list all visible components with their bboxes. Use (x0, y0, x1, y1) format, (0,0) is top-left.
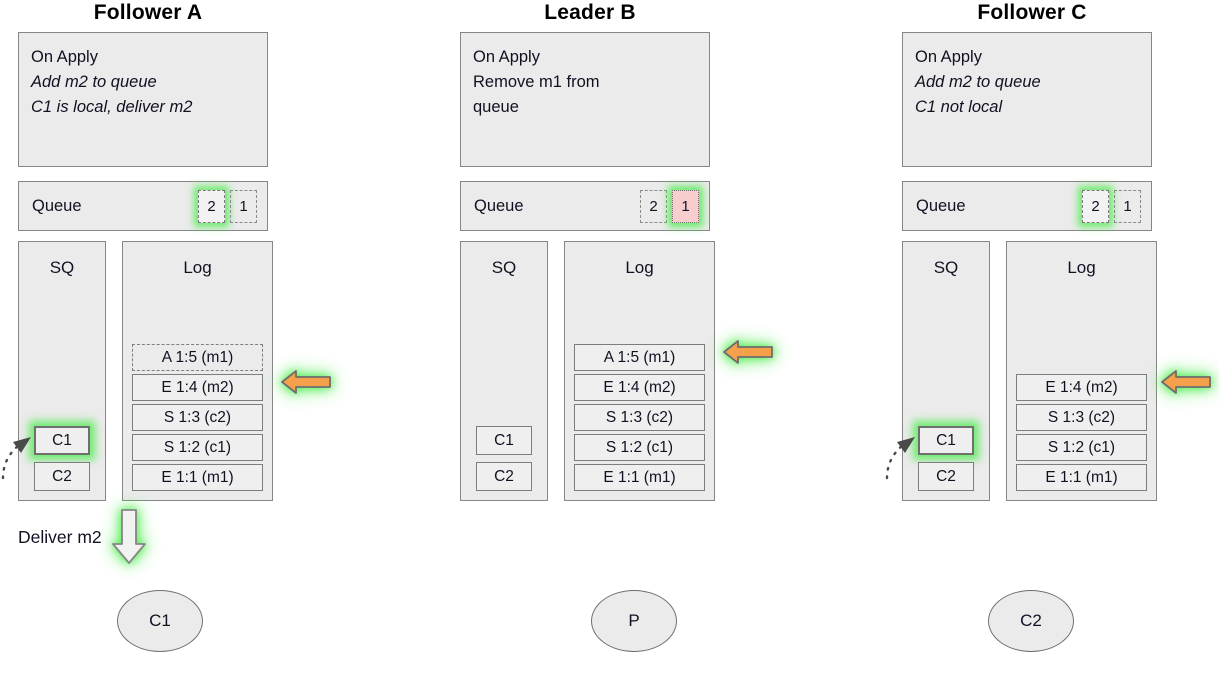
node-column-follower-c: Follower C On Apply Add m2 to queue C1 n… (885, 0, 1211, 501)
queue-slot: 2 (640, 189, 667, 223)
log-box-follower-c: Log E 1:1 (m1) S 1:2 (c1) S 1:3 (c2) E 1… (1006, 241, 1157, 501)
sq-label: SQ (49, 258, 75, 277)
apply-box-follower-a: On Apply Add m2 to queue C1 is local, de… (18, 32, 268, 167)
log-entry: E 1:1 (m1) (1016, 464, 1147, 491)
deliver-down-arrow-icon (111, 508, 147, 566)
session-connector-arrow (881, 412, 921, 482)
log-entry: S 1:3 (c2) (132, 404, 263, 431)
queue-slot: 1 (672, 189, 699, 223)
node-column-leader-b: Leader B On Apply Remove m1 from queue Q… (460, 0, 773, 501)
client-node-c2: C2 (988, 590, 1074, 652)
apply-box-follower-c: On Apply Add m2 to queue C1 not local (902, 32, 1152, 167)
log-entry: S 1:3 (c2) (574, 404, 705, 431)
log-entry: A 1:5 (m1) (132, 344, 263, 371)
queue-box-follower-c: Queue 2 1 (902, 181, 1152, 231)
queue-label: Queue (474, 196, 524, 215)
sq-session-c2: C2 (34, 462, 90, 491)
queue-slots: 2 1 (198, 189, 257, 223)
apply-heading: On Apply (915, 48, 982, 66)
log-entries: E 1:1 (m1) S 1:2 (c1) S 1:3 (c2) E 1:4 (… (123, 344, 272, 491)
sq-session-c2: C2 (476, 462, 532, 491)
log-entry: E 1:4 (m2) (132, 374, 263, 401)
client-node-p: P (591, 590, 677, 652)
sq-items: C1 C2 (461, 426, 547, 491)
log-entry: S 1:2 (c1) (574, 434, 705, 461)
sq-session-c1: C1 (476, 426, 532, 455)
log-entries: E 1:1 (m1) S 1:2 (c1) S 1:3 (c2) E 1:4 (… (565, 344, 714, 491)
queue-slot: 2 (1082, 189, 1109, 223)
log-entry: S 1:2 (c1) (132, 434, 263, 461)
queue-slot: 1 (1114, 189, 1141, 223)
session-connector-arrow (0, 412, 37, 482)
queue-label: Queue (916, 196, 966, 215)
log-label: Log (183, 258, 212, 277)
log-entry: S 1:3 (c2) (1016, 404, 1147, 431)
client-node-c1: C1 (117, 590, 203, 652)
deliver-label: Deliver m2 (18, 526, 102, 547)
sq-session-c1: C1 (34, 426, 90, 455)
queue-slots: 2 1 (640, 189, 699, 223)
sq-box-follower-c: SQ C1 C2 (885, 241, 990, 501)
node-title-follower-c: Follower C (977, 1, 1087, 24)
apply-line: C1 is local, deliver m2 (31, 98, 193, 116)
node-title-follower-a: Follower A (93, 1, 203, 24)
sq-label: SQ (491, 258, 517, 277)
queue-slots: 2 1 (1082, 189, 1141, 223)
sq-box-leader-b: SQ C1 C2 (460, 241, 548, 501)
queue-slot: 2 (198, 189, 225, 223)
log-label: Log (625, 258, 654, 277)
machine-follower-a: SQ C1 C2 Log E 1:1 (m1) S 1:2 (c1) S 1:3… (1, 241, 331, 501)
log-box-leader-b: Log E 1:1 (m1) S 1:2 (c1) S 1:3 (c2) E 1… (564, 241, 715, 501)
commit-pointer-arrow-icon (280, 367, 332, 397)
sq-items: C1 C2 (903, 426, 989, 491)
sq-session-c2: C2 (918, 462, 974, 491)
machine-follower-c: SQ C1 C2 Log E 1:1 (m1) S 1:2 (c1) S 1:3… (885, 241, 1211, 501)
log-box-follower-a: Log E 1:1 (m1) S 1:2 (c1) S 1:3 (c2) E 1… (122, 241, 273, 501)
log-entries: E 1:1 (m1) S 1:2 (c1) S 1:3 (c2) E 1:4 (… (1007, 374, 1156, 491)
apply-line: queue (473, 98, 519, 116)
sq-session-c1: C1 (918, 426, 974, 455)
log-entry: E 1:4 (m2) (574, 374, 705, 401)
log-label: Log (1067, 258, 1096, 277)
apply-line: C1 not local (915, 98, 1003, 116)
node-title-leader-b: Leader B (544, 1, 636, 24)
commit-pointer-arrow-icon (722, 337, 774, 367)
apply-line: Remove m1 from (473, 73, 600, 91)
sq-box-follower-a: SQ C1 C2 (1, 241, 106, 501)
queue-box-leader-b: Queue 2 1 (460, 181, 710, 231)
deliver-section-follower-a: Deliver m2 (18, 508, 147, 566)
sq-label: SQ (933, 258, 959, 277)
log-entry: A 1:5 (m1) (574, 344, 705, 371)
apply-box-leader-b: On Apply Remove m1 from queue (460, 32, 710, 167)
apply-line: Add m2 to queue (915, 73, 1041, 91)
queue-box-follower-a: Queue 2 1 (18, 181, 268, 231)
log-entry: E 1:1 (m1) (132, 464, 263, 491)
queue-label: Queue (32, 196, 82, 215)
node-column-follower-a: Follower A On Apply Add m2 to queue C1 i… (1, 0, 331, 501)
commit-pointer-arrow-icon (1160, 367, 1212, 397)
log-entry: S 1:2 (c1) (1016, 434, 1147, 461)
apply-heading: On Apply (473, 48, 540, 66)
queue-slot: 1 (230, 189, 257, 223)
apply-line: Add m2 to queue (31, 73, 157, 91)
apply-heading: On Apply (31, 48, 98, 66)
log-entry: E 1:4 (m2) (1016, 374, 1147, 401)
sq-items: C1 C2 (19, 426, 105, 491)
log-entry: E 1:1 (m1) (574, 464, 705, 491)
machine-leader-b: SQ C1 C2 Log E 1:1 (m1) S 1:2 (c1) S 1:3… (460, 241, 773, 501)
